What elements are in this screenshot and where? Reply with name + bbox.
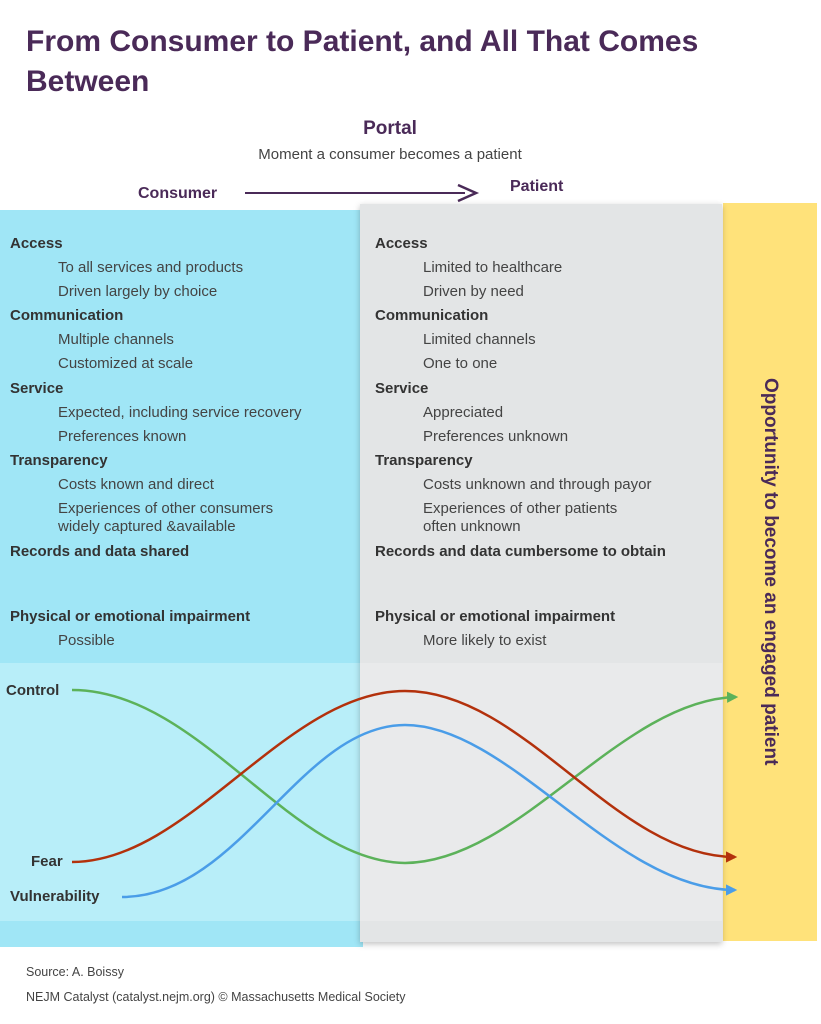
patient-access-item: Limited to healthcare xyxy=(423,259,563,276)
consumer-impairment-item: Possible xyxy=(58,632,115,649)
control-label: Control xyxy=(6,682,60,699)
opportunity-label: Opportunity to become an engaged patient xyxy=(760,378,781,766)
patient-communication-item: One to one xyxy=(423,355,498,372)
patient-curve-area xyxy=(360,663,722,921)
fear-label: Fear xyxy=(31,853,63,870)
consumer-access-item: To all services and products xyxy=(58,259,244,276)
patient-label: Patient xyxy=(510,178,564,195)
opportunity-label-wrap: Opportunity to become an engaged patient xyxy=(723,203,817,941)
consumer-label: Consumer xyxy=(138,185,218,202)
page-title: From Consumer to Patient, and All That C… xyxy=(26,25,699,98)
patient-access-heading: Access xyxy=(375,235,428,252)
consumer-impairment-heading: Physical or emotional impairment xyxy=(10,608,251,625)
consumer-access-item: Driven largely by choice xyxy=(58,283,218,300)
patient-access-item: Driven by need xyxy=(423,283,524,300)
vulnerability-label: Vulnerability xyxy=(10,888,100,905)
copyright-line: NEJM Catalyst (catalyst.nejm.org) © Mass… xyxy=(26,990,406,1004)
portal-title: Portal xyxy=(363,118,417,139)
patient-communication-item: Limited channels xyxy=(423,331,536,348)
consumer-communication-item: Multiple channels xyxy=(58,331,174,348)
consumer-transparency-item: widely captured &available xyxy=(58,518,236,535)
source-line: Source: A. Boissy xyxy=(26,965,124,979)
fear-curve xyxy=(71,689,738,864)
patient-communication-heading: Communication xyxy=(375,307,489,324)
control-curve xyxy=(71,688,739,865)
patient-service-item: Appreciated xyxy=(423,404,504,421)
patient-transparency-item: Costs unknown and through payor xyxy=(423,476,652,493)
consumer-to-patient-arrow xyxy=(245,183,480,203)
patient-transparency-item: often unknown xyxy=(423,518,521,535)
consumer-access-heading: Access xyxy=(10,235,63,252)
consumer-service-item: Preferences known xyxy=(58,428,187,445)
consumer-service-heading: Service xyxy=(10,380,64,397)
consumer-communication-item: Customized at scale xyxy=(58,355,194,372)
patient-records-heading: Records and data cumbersome to obtain xyxy=(375,543,666,560)
consumer-communication-heading: Communication xyxy=(10,307,124,324)
patient-service-item: Preferences unknown xyxy=(423,428,569,445)
patient-impairment-heading: Physical or emotional impairment xyxy=(375,608,616,625)
consumer-records-heading: Records and data shared xyxy=(10,543,190,560)
consumer-service-item: Expected, including service recovery xyxy=(58,404,302,421)
vulnerability-curve xyxy=(121,723,738,899)
portal-subtitle: Moment a consumer becomes a patient xyxy=(258,146,522,163)
patient-transparency-heading: Transparency xyxy=(375,452,473,469)
consumer-curve-area xyxy=(0,663,363,921)
consumer-transparency-item: Costs known and direct xyxy=(58,476,214,493)
patient-transparency-item: Experiences of other patients xyxy=(423,500,618,517)
patient-service-heading: Service xyxy=(375,380,429,397)
consumer-transparency-item: Experiences of other consumers xyxy=(58,500,274,517)
opportunity-panel xyxy=(723,203,817,941)
patient-impairment-item: More likely to exist xyxy=(423,632,547,649)
consumer-transparency-heading: Transparency xyxy=(10,452,108,469)
